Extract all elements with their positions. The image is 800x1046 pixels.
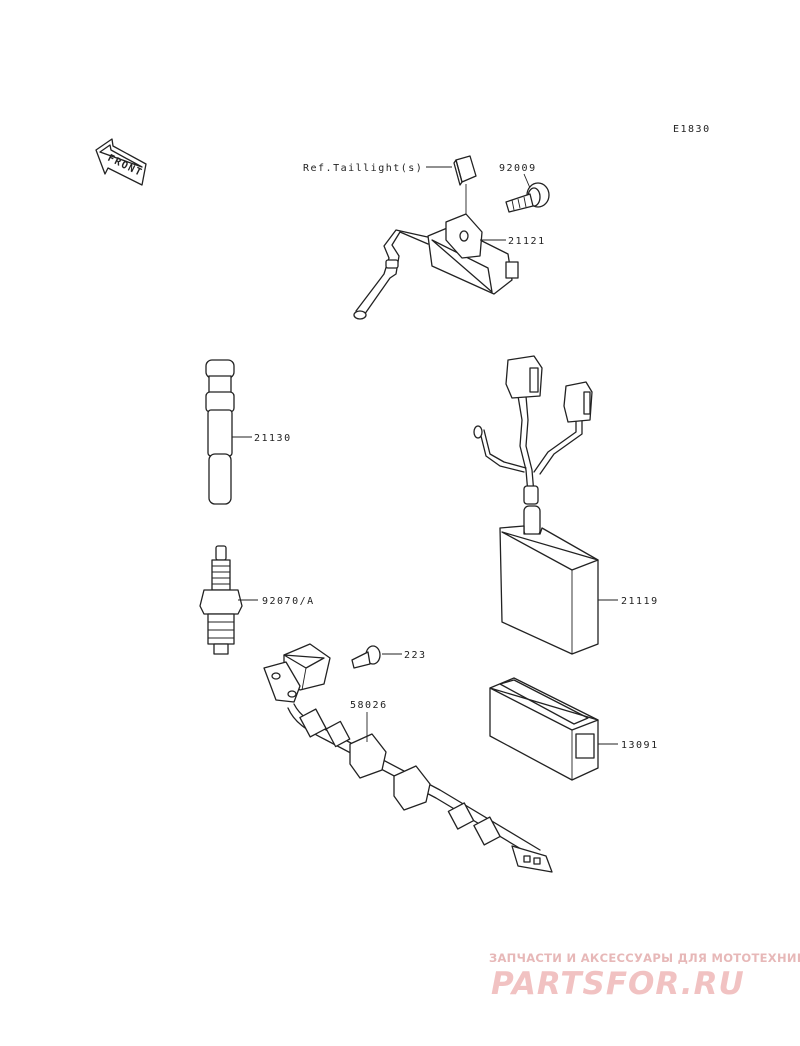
part-number-92009: 92009 bbox=[499, 163, 537, 174]
part-number-21121: 21121 bbox=[508, 236, 546, 247]
igniter-icon bbox=[473, 355, 599, 655]
part-number-223: 223 bbox=[404, 650, 427, 661]
watermark-tagline: ЗАПЧАСТИ И АКСЕССУАРЫ ДЛЯ МОТОТЕХНИКИ bbox=[489, 951, 800, 965]
part-number-21130: 21130 bbox=[254, 433, 292, 444]
part-number-92070a: 92070/A bbox=[262, 596, 315, 607]
part-number-58026: 58026 bbox=[350, 700, 388, 711]
bolt-icon bbox=[505, 182, 550, 213]
part-number-13091: 13091 bbox=[621, 740, 659, 751]
ref-taillight-label: Ref.Taillight(s) bbox=[303, 163, 423, 174]
spark-plug-cap-icon bbox=[205, 359, 235, 505]
front-arrow-icon: FRONT bbox=[95, 138, 147, 186]
diagram-code: E1830 bbox=[673, 124, 711, 135]
spark-plug-icon bbox=[199, 545, 243, 655]
watermark-logo: PARTSFOR.RU bbox=[491, 966, 745, 1002]
screw-icon bbox=[351, 645, 381, 669]
ignition-coil-icon bbox=[353, 213, 519, 320]
pickup-coil-harness-icon bbox=[263, 643, 553, 873]
taillight-bracket-icon bbox=[453, 155, 477, 186]
igniter-case-icon bbox=[489, 677, 599, 781]
part-number-21119: 21119 bbox=[621, 596, 659, 607]
